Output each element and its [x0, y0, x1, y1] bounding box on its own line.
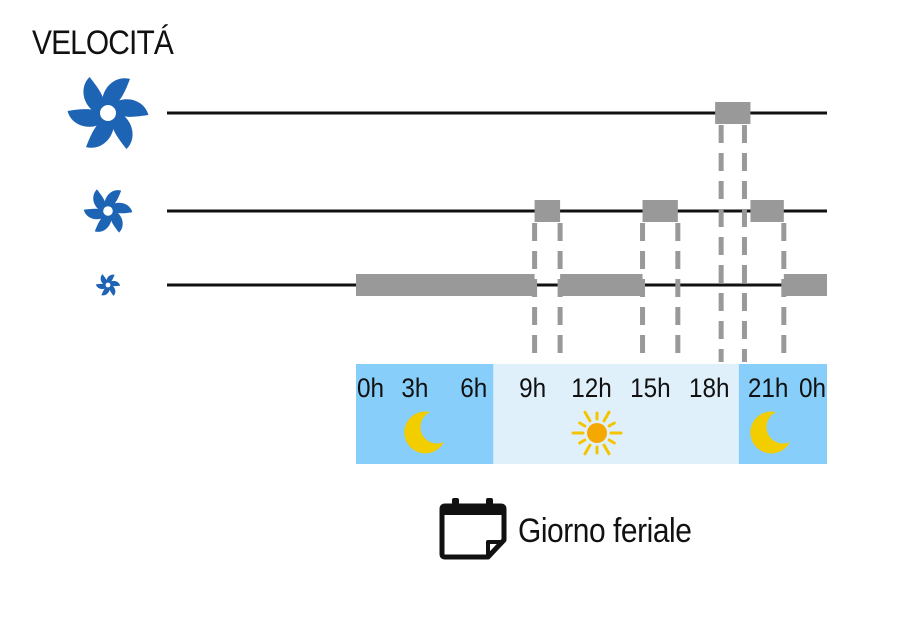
bar-medium-1 [642, 200, 678, 222]
fan-icon-low [95, 274, 121, 296]
day-type-label: Giorno feriale [518, 512, 692, 550]
tick-label-1: 3h [401, 374, 428, 403]
tick-label-3: 9h [519, 374, 546, 403]
bar-medium-2 [750, 200, 784, 222]
fan-icon-high [67, 76, 149, 150]
bar-low-2 [783, 274, 827, 296]
day-band [493, 364, 739, 464]
sun-icon [571, 410, 623, 456]
fan-icon-medium [83, 189, 133, 233]
speed-axis-title: VELOCITÁ [32, 24, 174, 62]
bar-high-0 [715, 102, 751, 124]
tick-label-8: 0h [799, 374, 826, 403]
tick-label-7: 21h [748, 374, 789, 403]
bar-low-1 [560, 274, 643, 296]
moon-icon [750, 411, 790, 454]
tick-label-5: 15h [630, 374, 671, 403]
tick-label-6: 18h [689, 374, 730, 403]
tick-label-0: 0h [357, 374, 384, 403]
bar-low-0 [356, 274, 535, 296]
bar-medium-0 [534, 200, 561, 222]
time-tick-labels: 0h 3h 6h 9h 12h 15h 18h 21h 0h [357, 374, 826, 403]
schedule-bars [356, 102, 827, 296]
transition-connectors [532, 125, 787, 362]
calendar-icon [439, 498, 507, 560]
tick-label-4: 12h [571, 374, 612, 403]
moon-icon [404, 411, 444, 454]
tick-label-2: 6h [460, 374, 487, 403]
